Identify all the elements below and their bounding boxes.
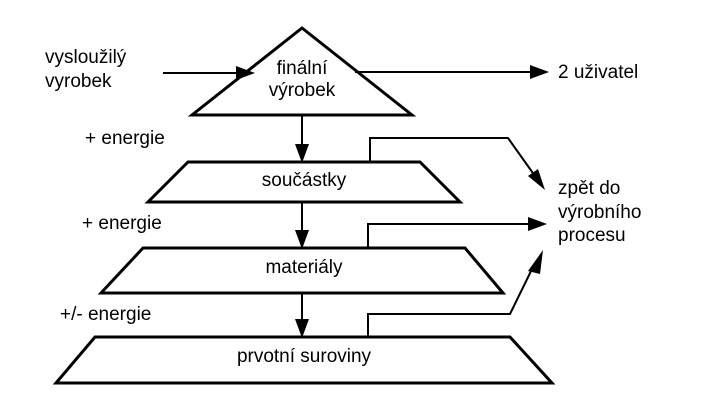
label-energy-3: +/- energie — [60, 304, 152, 325]
arrow-to-user — [355, 65, 549, 79]
label-materials: materiály — [265, 257, 343, 278]
arrow-end-of-life-input — [163, 66, 255, 80]
label-energy-2: + energie — [82, 213, 162, 234]
shape-components — [144, 160, 464, 204]
label-final-product: finální výrobek — [268, 58, 336, 102]
arrow-final-to-components — [295, 116, 309, 163]
arrow-recycle-raw-materials — [367, 250, 543, 337]
label-energy-1: + energie — [85, 128, 165, 149]
label-raw-materials: prvotní suroviny — [236, 346, 372, 367]
label-components: součástky — [261, 170, 347, 191]
label-back-to-process: zpět do výrobního procesu — [558, 178, 642, 247]
shape-raw-materials — [52, 335, 556, 385]
label-user: 2 uživatel — [558, 62, 639, 83]
arrow-recycle-materials — [367, 217, 547, 248]
arrow-materials-to-raw — [295, 294, 309, 338]
arrow-recycle-components — [369, 137, 545, 190]
shape-materials — [97, 246, 507, 295]
arrow-components-to-materials — [295, 203, 309, 249]
label-end-of-life: vysloužilý vyrobek — [45, 47, 127, 92]
